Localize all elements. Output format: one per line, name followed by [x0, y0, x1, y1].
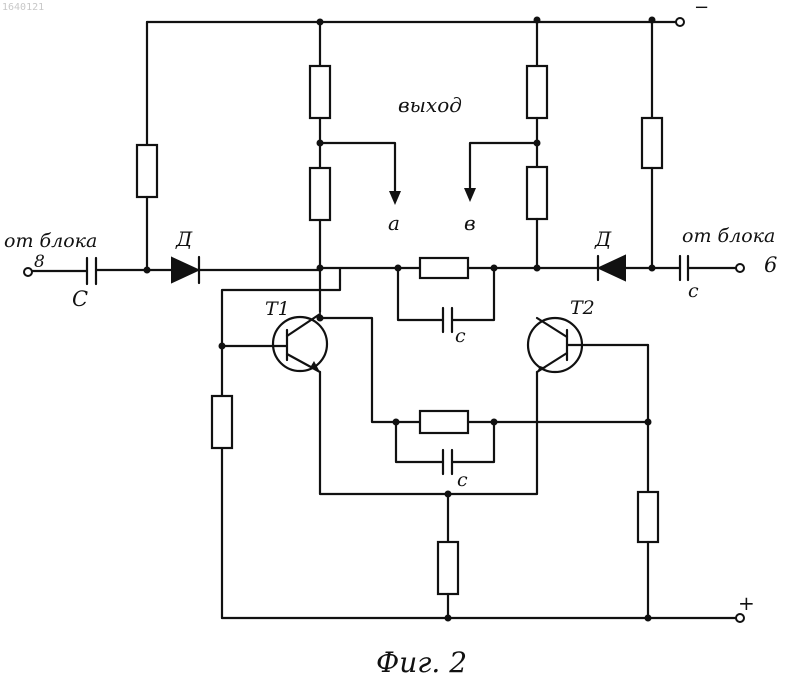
capacitor-left-input [87, 258, 96, 284]
transistor-t2 [528, 318, 648, 372]
terminal-left [24, 268, 32, 276]
resistor-left-top [310, 66, 330, 118]
from-block-left-label: от блока [4, 230, 97, 252]
negative-supply-rail [147, 18, 684, 26]
transistor-t1-label: Т1 [265, 298, 290, 320]
resistor-lower-coupling [420, 411, 468, 433]
transistor-t1 [219, 314, 328, 372]
resistor-right-collector [527, 167, 547, 219]
resistor-left-bias [137, 145, 157, 197]
resistor-emitter [438, 542, 458, 594]
capacitor-right-label: с [688, 280, 699, 302]
terminal-right [736, 264, 744, 272]
terminal-right-label: 6 [764, 253, 777, 277]
capacitor-lower-label: с [457, 469, 468, 491]
diode-right-label: Д [594, 227, 612, 251]
capacitor-upper-coupling [443, 308, 452, 332]
output-b-arrow-icon [464, 188, 476, 202]
output-a-arrow-icon [389, 191, 401, 205]
terminal-left-label: 8 [34, 252, 45, 272]
output-b-label: в [464, 211, 476, 235]
output-a-label: а [388, 211, 400, 235]
plus-terminal-label: + [738, 591, 755, 615]
resistor-left-collector [310, 168, 330, 220]
transistor-t2-label: Т2 [570, 297, 595, 319]
resistor-right-top [527, 66, 547, 118]
resistor-upper-coupling [420, 258, 468, 278]
output-label: выход [398, 93, 462, 117]
minus-terminal-label: − [694, 0, 709, 18]
right-collector-column [464, 17, 547, 272]
capacitor-right-input [680, 256, 688, 280]
resistor-t2-base [638, 492, 658, 542]
capacitor-left-label: С [72, 287, 88, 311]
capacitor-lower-coupling [443, 450, 452, 474]
corner-id: 1640121 [2, 2, 44, 13]
emitter-network [320, 372, 537, 618]
output-a-tap [320, 143, 395, 198]
resistor-t1-base [212, 396, 232, 448]
diode-left [172, 257, 199, 283]
figure-caption: Фиг. 2 [376, 646, 467, 679]
positive-supply-rail [222, 614, 744, 622]
resistor-right-bias [642, 118, 662, 168]
capacitor-upper-label: с [455, 325, 466, 347]
diode-left-label: Д [175, 227, 193, 251]
diode-right [598, 256, 625, 280]
from-block-right-label: от блока [682, 225, 775, 247]
